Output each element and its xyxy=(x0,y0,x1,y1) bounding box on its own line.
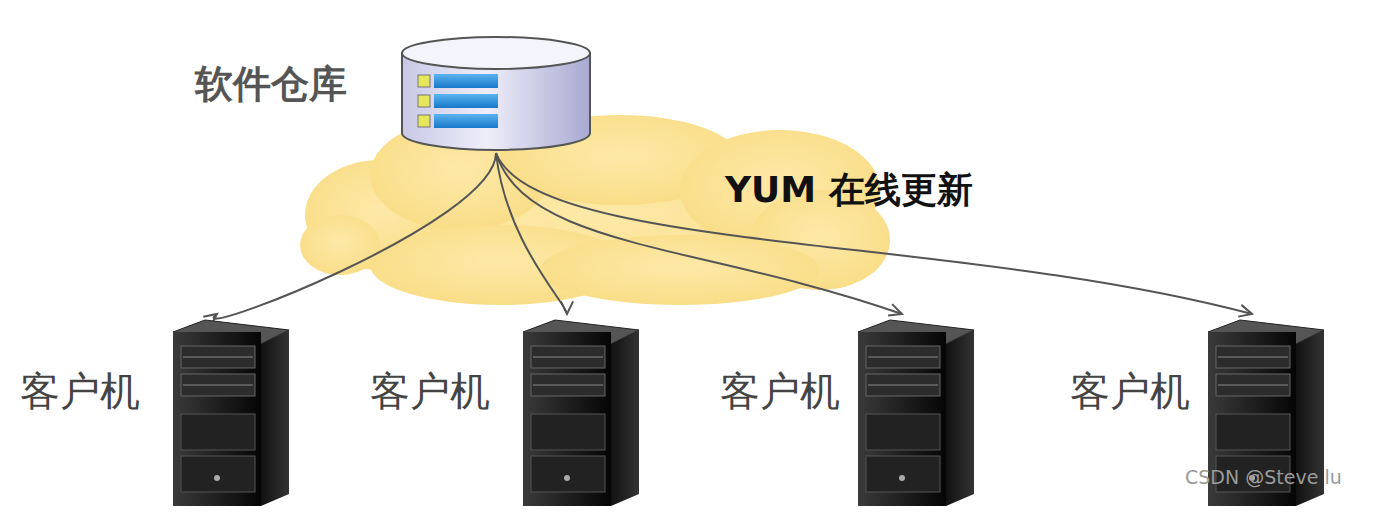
server-tower xyxy=(515,318,643,512)
client-label: 客户机 xyxy=(1070,364,1190,419)
software-repository: 软件仓库 xyxy=(195,35,592,153)
client-label: 客户机 xyxy=(370,364,490,419)
arrowhead xyxy=(1238,305,1252,317)
update-arrow xyxy=(214,153,496,319)
client-machine: 客户机 xyxy=(370,318,643,510)
arrowhead xyxy=(888,304,902,315)
client-label: 客户机 xyxy=(20,364,140,419)
client-machine: 客户机 xyxy=(720,318,978,510)
update-arrow xyxy=(496,153,567,314)
arrowhead xyxy=(561,301,573,314)
server-tower xyxy=(850,318,978,512)
database-cylinder xyxy=(400,35,592,157)
repository-label: 软件仓库 xyxy=(195,59,347,110)
update-arrow xyxy=(496,153,1252,314)
watermark: CSDN @Steve lu xyxy=(1185,466,1342,488)
client-machine: 客户机 xyxy=(20,318,293,510)
cloud-caption: YUM 在线更新 xyxy=(725,166,973,215)
server-tower xyxy=(165,318,293,512)
client-label: 客户机 xyxy=(720,364,840,419)
